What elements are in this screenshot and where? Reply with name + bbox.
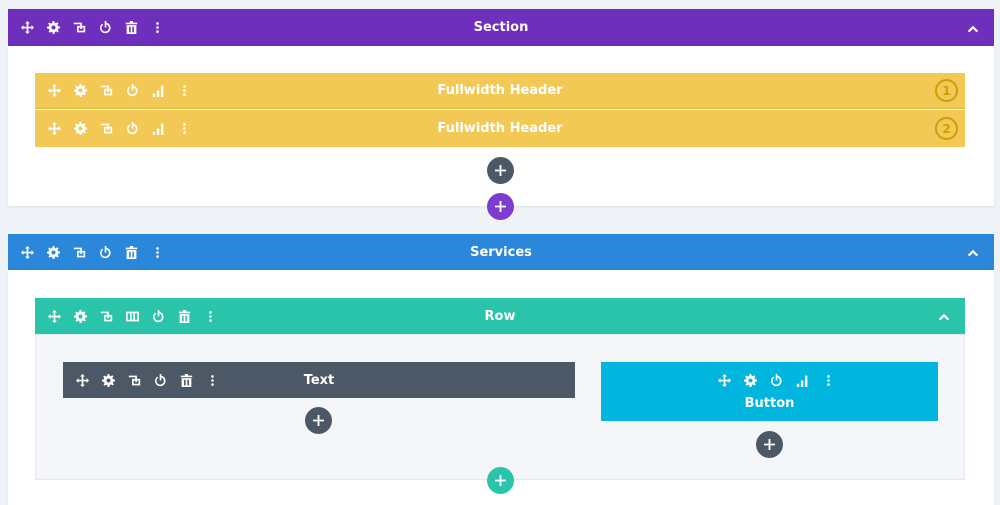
module-toolbar: [69, 370, 225, 390]
gear-icon[interactable]: [67, 81, 93, 101]
gear-icon[interactable]: [40, 18, 66, 38]
button-module[interactable]: Button: [601, 362, 938, 421]
gear-icon[interactable]: [67, 306, 93, 326]
module-toolbar: [711, 370, 841, 390]
trash-icon[interactable]: [173, 370, 199, 390]
plus-icon: [495, 475, 506, 486]
move-icon[interactable]: [41, 119, 67, 139]
move-icon[interactable]: [41, 306, 67, 326]
module-toolbar: [41, 119, 197, 139]
text-module[interactable]: Text: [63, 362, 575, 398]
trash-icon[interactable]: [171, 306, 197, 326]
module-number-badge: 1: [935, 79, 958, 102]
collapse-icon[interactable]: [937, 309, 951, 323]
gear-icon[interactable]: [95, 370, 121, 390]
add-module-button[interactable]: [487, 157, 514, 184]
row-toolbar: [41, 306, 223, 326]
trash-icon[interactable]: [118, 242, 144, 262]
section-toolbar: [14, 18, 170, 38]
duplicate-icon[interactable]: [66, 242, 92, 262]
fullwidth-header-module[interactable]: Fullwidth Header 1: [35, 73, 965, 109]
power-icon[interactable]: [119, 119, 145, 139]
signal-icon[interactable]: [145, 119, 171, 139]
collapse-icon[interactable]: [966, 21, 980, 35]
more-icon[interactable]: [171, 81, 197, 101]
gear-icon[interactable]: [67, 119, 93, 139]
move-icon[interactable]: [69, 370, 95, 390]
move-icon[interactable]: [711, 370, 737, 390]
duplicate-icon[interactable]: [121, 370, 147, 390]
plus-icon: [495, 201, 506, 212]
power-icon[interactable]: [92, 242, 118, 262]
more-icon[interactable]: [144, 242, 170, 262]
gear-icon[interactable]: [737, 370, 763, 390]
more-icon[interactable]: [197, 306, 223, 326]
power-icon[interactable]: [763, 370, 789, 390]
power-icon[interactable]: [145, 306, 171, 326]
more-icon[interactable]: [144, 18, 170, 38]
duplicate-icon[interactable]: [66, 18, 92, 38]
services-section-header[interactable]: Services: [8, 234, 994, 270]
module-toolbar: [41, 81, 197, 101]
columns-icon[interactable]: [119, 306, 145, 326]
add-module-button[interactable]: [305, 407, 332, 434]
move-icon[interactable]: [14, 242, 40, 262]
power-icon[interactable]: [147, 370, 173, 390]
trash-icon[interactable]: [118, 18, 144, 38]
power-icon[interactable]: [92, 18, 118, 38]
module-number-badge: 2: [935, 117, 958, 140]
plus-icon: [764, 439, 775, 450]
plus-icon: [313, 415, 324, 426]
plus-icon: [495, 165, 506, 176]
move-icon[interactable]: [14, 18, 40, 38]
row-header[interactable]: Row: [35, 298, 965, 334]
gear-icon[interactable]: [40, 242, 66, 262]
power-icon[interactable]: [119, 81, 145, 101]
more-icon[interactable]: [171, 119, 197, 139]
add-section-button[interactable]: [487, 193, 514, 220]
add-module-button[interactable]: [756, 431, 783, 458]
duplicate-icon[interactable]: [93, 306, 119, 326]
section-header[interactable]: Section: [8, 9, 994, 46]
signal-icon[interactable]: [789, 370, 815, 390]
collapse-icon[interactable]: [966, 245, 980, 259]
section-toolbar: [14, 242, 170, 262]
fullwidth-header-module[interactable]: Fullwidth Header 2: [35, 110, 965, 147]
duplicate-icon[interactable]: [93, 81, 119, 101]
signal-icon[interactable]: [145, 81, 171, 101]
more-icon[interactable]: [815, 370, 841, 390]
add-row-button[interactable]: [487, 467, 514, 494]
duplicate-icon[interactable]: [93, 119, 119, 139]
move-icon[interactable]: [41, 81, 67, 101]
more-icon[interactable]: [199, 370, 225, 390]
module-title: Button: [744, 396, 795, 411]
